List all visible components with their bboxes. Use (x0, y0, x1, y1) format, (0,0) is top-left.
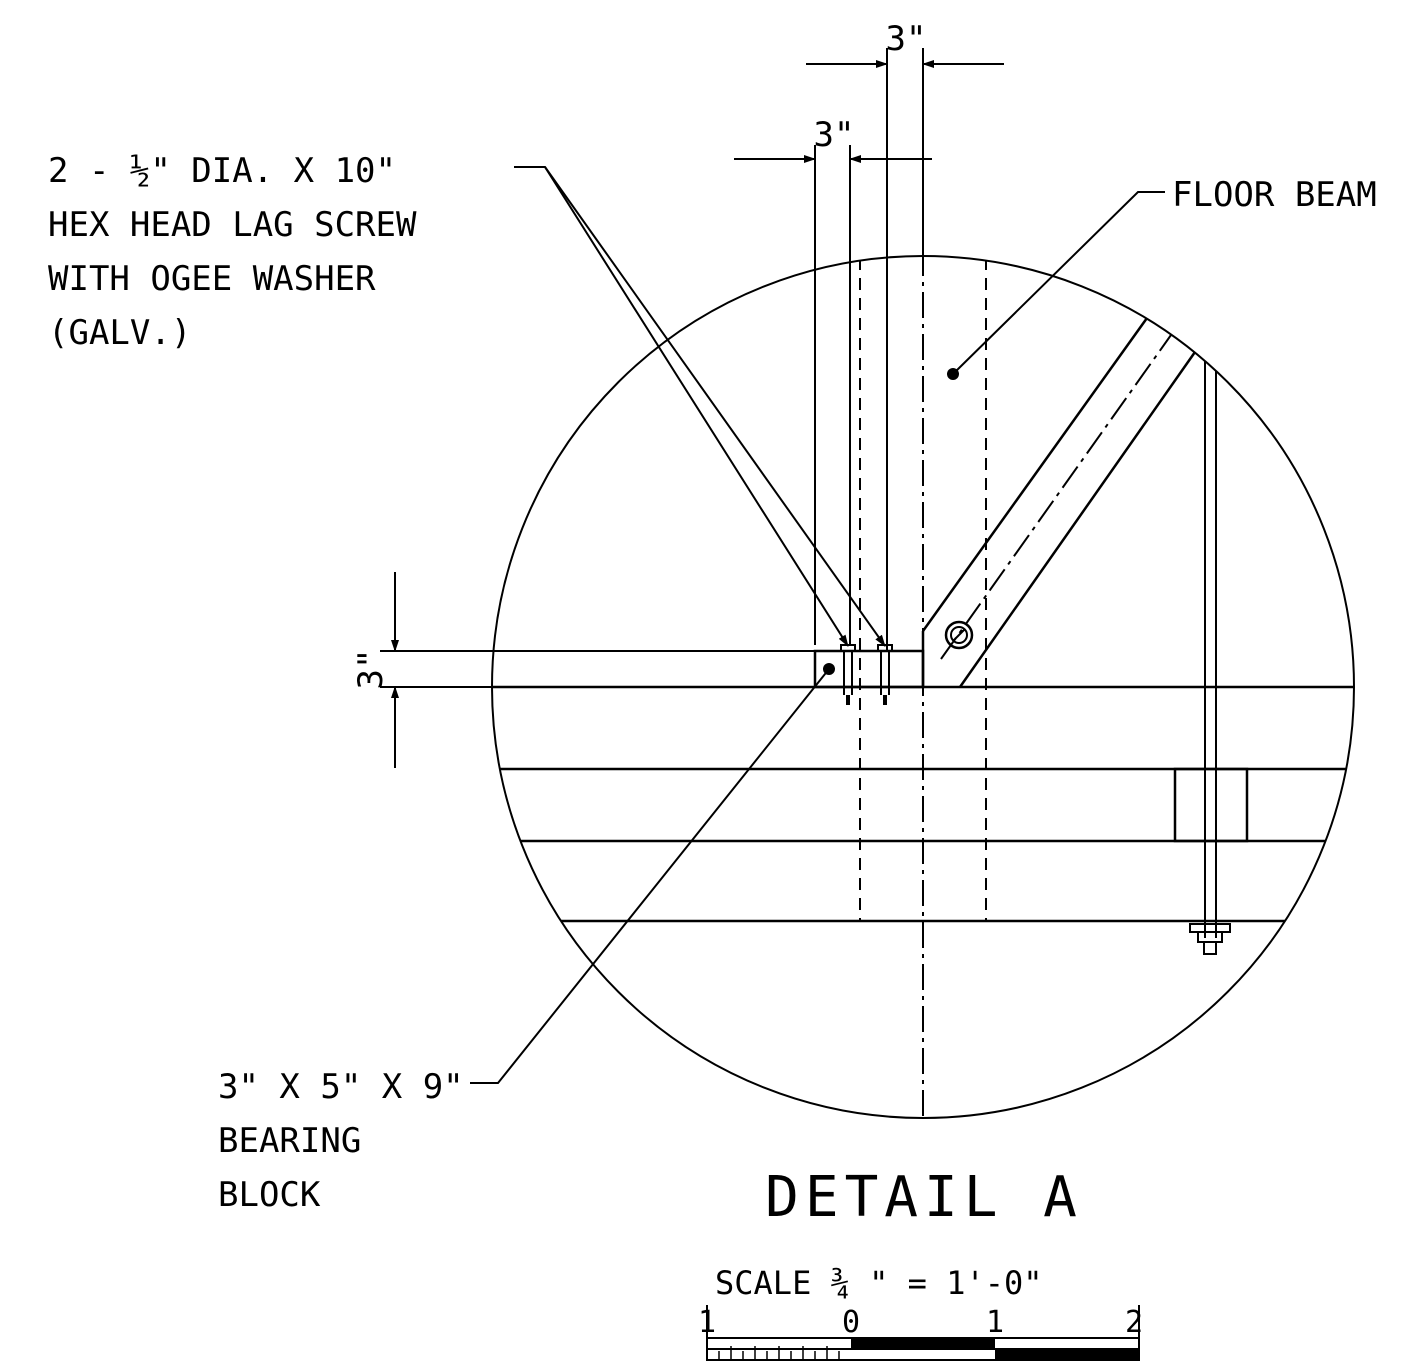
note-floor-beam: FLOOR BEAM (1172, 175, 1377, 215)
rod-end (1203, 941, 1217, 955)
bearing-leader (470, 668, 830, 1084)
dim-vertical-label: 3" (351, 649, 391, 690)
dimension-second: 3" (734, 115, 932, 645)
bearing-block (813, 649, 925, 689)
dimension-vertical: 3" (351, 572, 815, 768)
dim-second-label: 3" (814, 115, 855, 155)
note-lag-line-3: WITH OGEE WASHER (48, 259, 376, 299)
diagonal-brace-left (921, 317, 1149, 632)
rod-nut-icon (1197, 931, 1223, 943)
scale-tick-label: 0 (842, 1305, 860, 1340)
lag-leader-1 (514, 166, 849, 647)
note-lag-line-4: (GALV.) (48, 313, 191, 353)
note-bearing-line-3: BLOCK (218, 1175, 321, 1215)
scale-tick-label: 2 (1125, 1305, 1143, 1340)
note-bearing-line-1: 3" X 5" X 9" (218, 1067, 464, 1107)
lag-leader-2 (544, 166, 886, 647)
spacer-block (1173, 767, 1249, 843)
scale-label: SCALE ¾ " = 1'-0" (715, 1264, 1043, 1302)
brace-bolt-hatch (952, 628, 966, 642)
rod-washer (1189, 923, 1231, 933)
floor-beam-note: FLOOR BEAM (947, 175, 1377, 380)
bearing-block-note: 3" X 5" X 9" BEARING BLOCK (218, 663, 835, 1215)
dim-top-label: 3" (886, 19, 927, 59)
lag-screw-note: 2 - ½" DIA. X 10" HEX HEAD LAG SCREW WIT… (48, 151, 886, 647)
detail-title: DETAIL A (765, 1165, 1083, 1230)
floor-beam-leader-dot (947, 368, 959, 380)
scale-tick-label: 1 (986, 1305, 1004, 1340)
scale-segment-black-bottom (995, 1349, 1139, 1360)
diagonal-brace-centerline (940, 334, 1172, 660)
brace-bolt-icon (944, 620, 974, 650)
bearing-leader-dot (823, 663, 835, 675)
note-lag-line-2: HEX HEAD LAG SCREW (48, 205, 417, 245)
lag-screw-icon (840, 644, 856, 705)
scale-segment-black-top (851, 1338, 995, 1349)
diagonal-brace-right (958, 351, 1197, 688)
scale-minor-ticks (718, 1346, 840, 1360)
brace-bolt-inner (950, 626, 968, 644)
lag-screw-icon (877, 644, 893, 705)
floor-beam-leader (952, 191, 1165, 375)
detail-contents (492, 256, 1354, 1118)
note-bearing-line-2: BEARING (218, 1121, 361, 1161)
dimension-top: 3" (806, 19, 1004, 650)
note-lag-line-1: 2 - ½" DIA. X 10" (48, 151, 396, 191)
scale-bar: SCALE ¾ " = 1'-0" 1 0 1 2 (698, 1264, 1143, 1361)
